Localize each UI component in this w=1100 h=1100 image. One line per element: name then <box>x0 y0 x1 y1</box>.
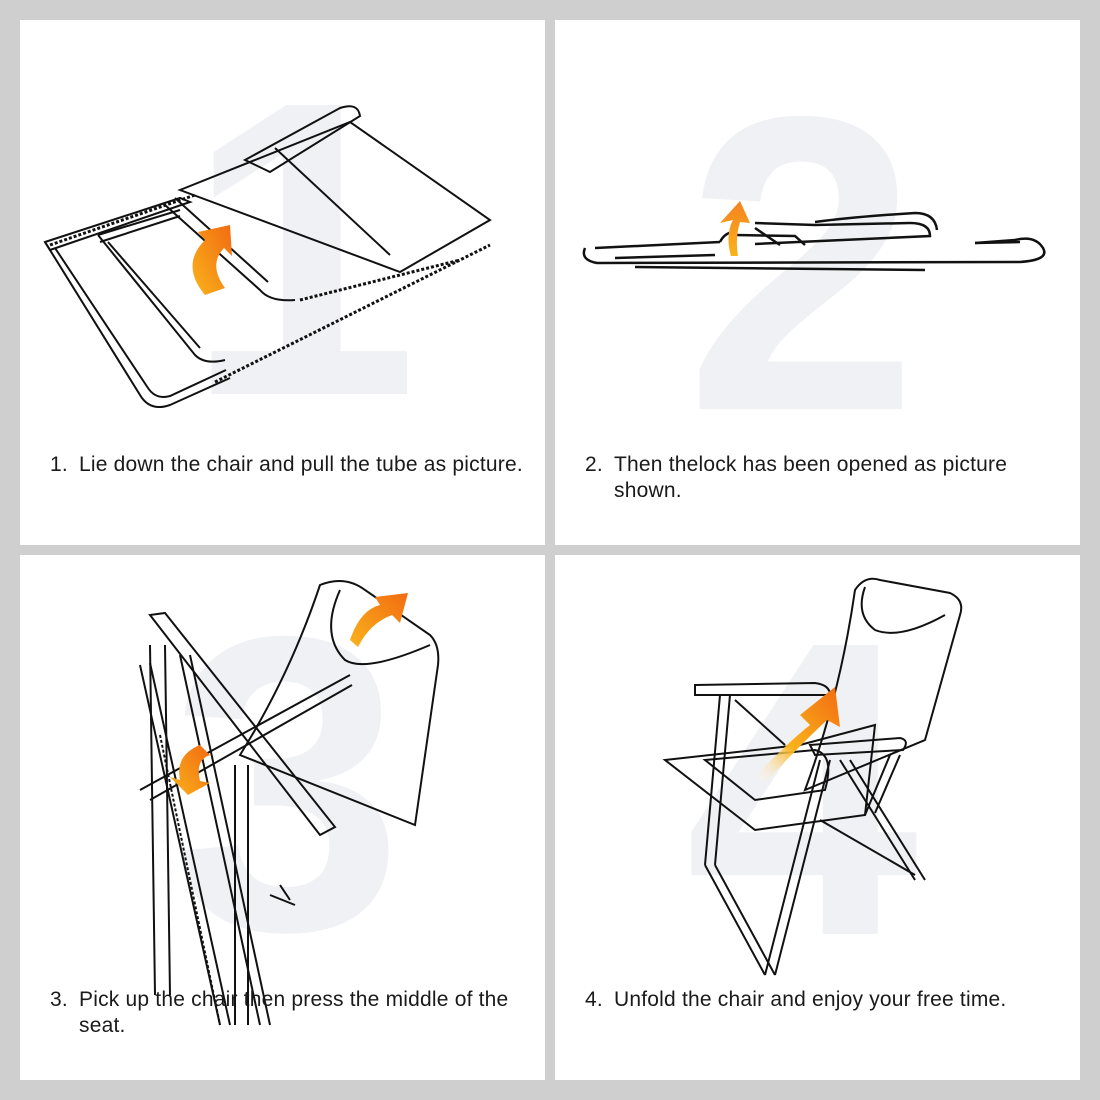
step-text: Unfold the chair and enjoy your free tim… <box>614 988 1007 1011</box>
step-panel-3: 3 3. Pick up the chair then pr <box>20 555 545 1080</box>
up-arrow-icon <box>720 201 750 256</box>
step-caption-4: 4. Unfold the chair and enjoy your free … <box>585 987 1065 1013</box>
background-numeral-4: 4 <box>685 555 919 1024</box>
step-number: 2. <box>585 453 603 476</box>
upright-folded-chair-illustration-3 <box>139 580 440 1026</box>
step-number: 3. <box>50 988 68 1011</box>
folded-chair-illustration-1 <box>43 105 492 408</box>
flat-chair-illustration-2 <box>582 201 1046 272</box>
step-caption-2: 2. Then thelock has been opened as pictu… <box>585 452 1065 504</box>
background-numeral-1: 1 <box>185 20 419 484</box>
background-numeral-2: 2 <box>685 30 919 499</box>
step-number: 1. <box>50 453 68 476</box>
curved-arrow-icon <box>350 593 408 647</box>
step-text: Pick up the chair then press the middle … <box>79 988 509 1037</box>
up-arrow-icon <box>755 687 840 783</box>
curved-arrow-icon <box>170 745 210 795</box>
step-number: 4. <box>585 988 603 1011</box>
step-panel-2: 2 2. Then thelock has been opene <box>555 20 1080 545</box>
step-text: Then thelock has been opened as picture … <box>614 453 1008 502</box>
unfolded-chair-illustration-4 <box>662 577 963 976</box>
step-panel-4: 4 <box>555 555 1080 1080</box>
step-text: Lie down the chair and pull the tube as … <box>79 453 523 476</box>
step-caption-1: 1. Lie down the chair and pull the tube … <box>50 452 530 478</box>
curved-arrow-icon <box>192 225 232 295</box>
step-panel-1: 1 <box>20 20 545 545</box>
step-caption-3: 3. Pick up the chair then press the midd… <box>50 987 530 1039</box>
